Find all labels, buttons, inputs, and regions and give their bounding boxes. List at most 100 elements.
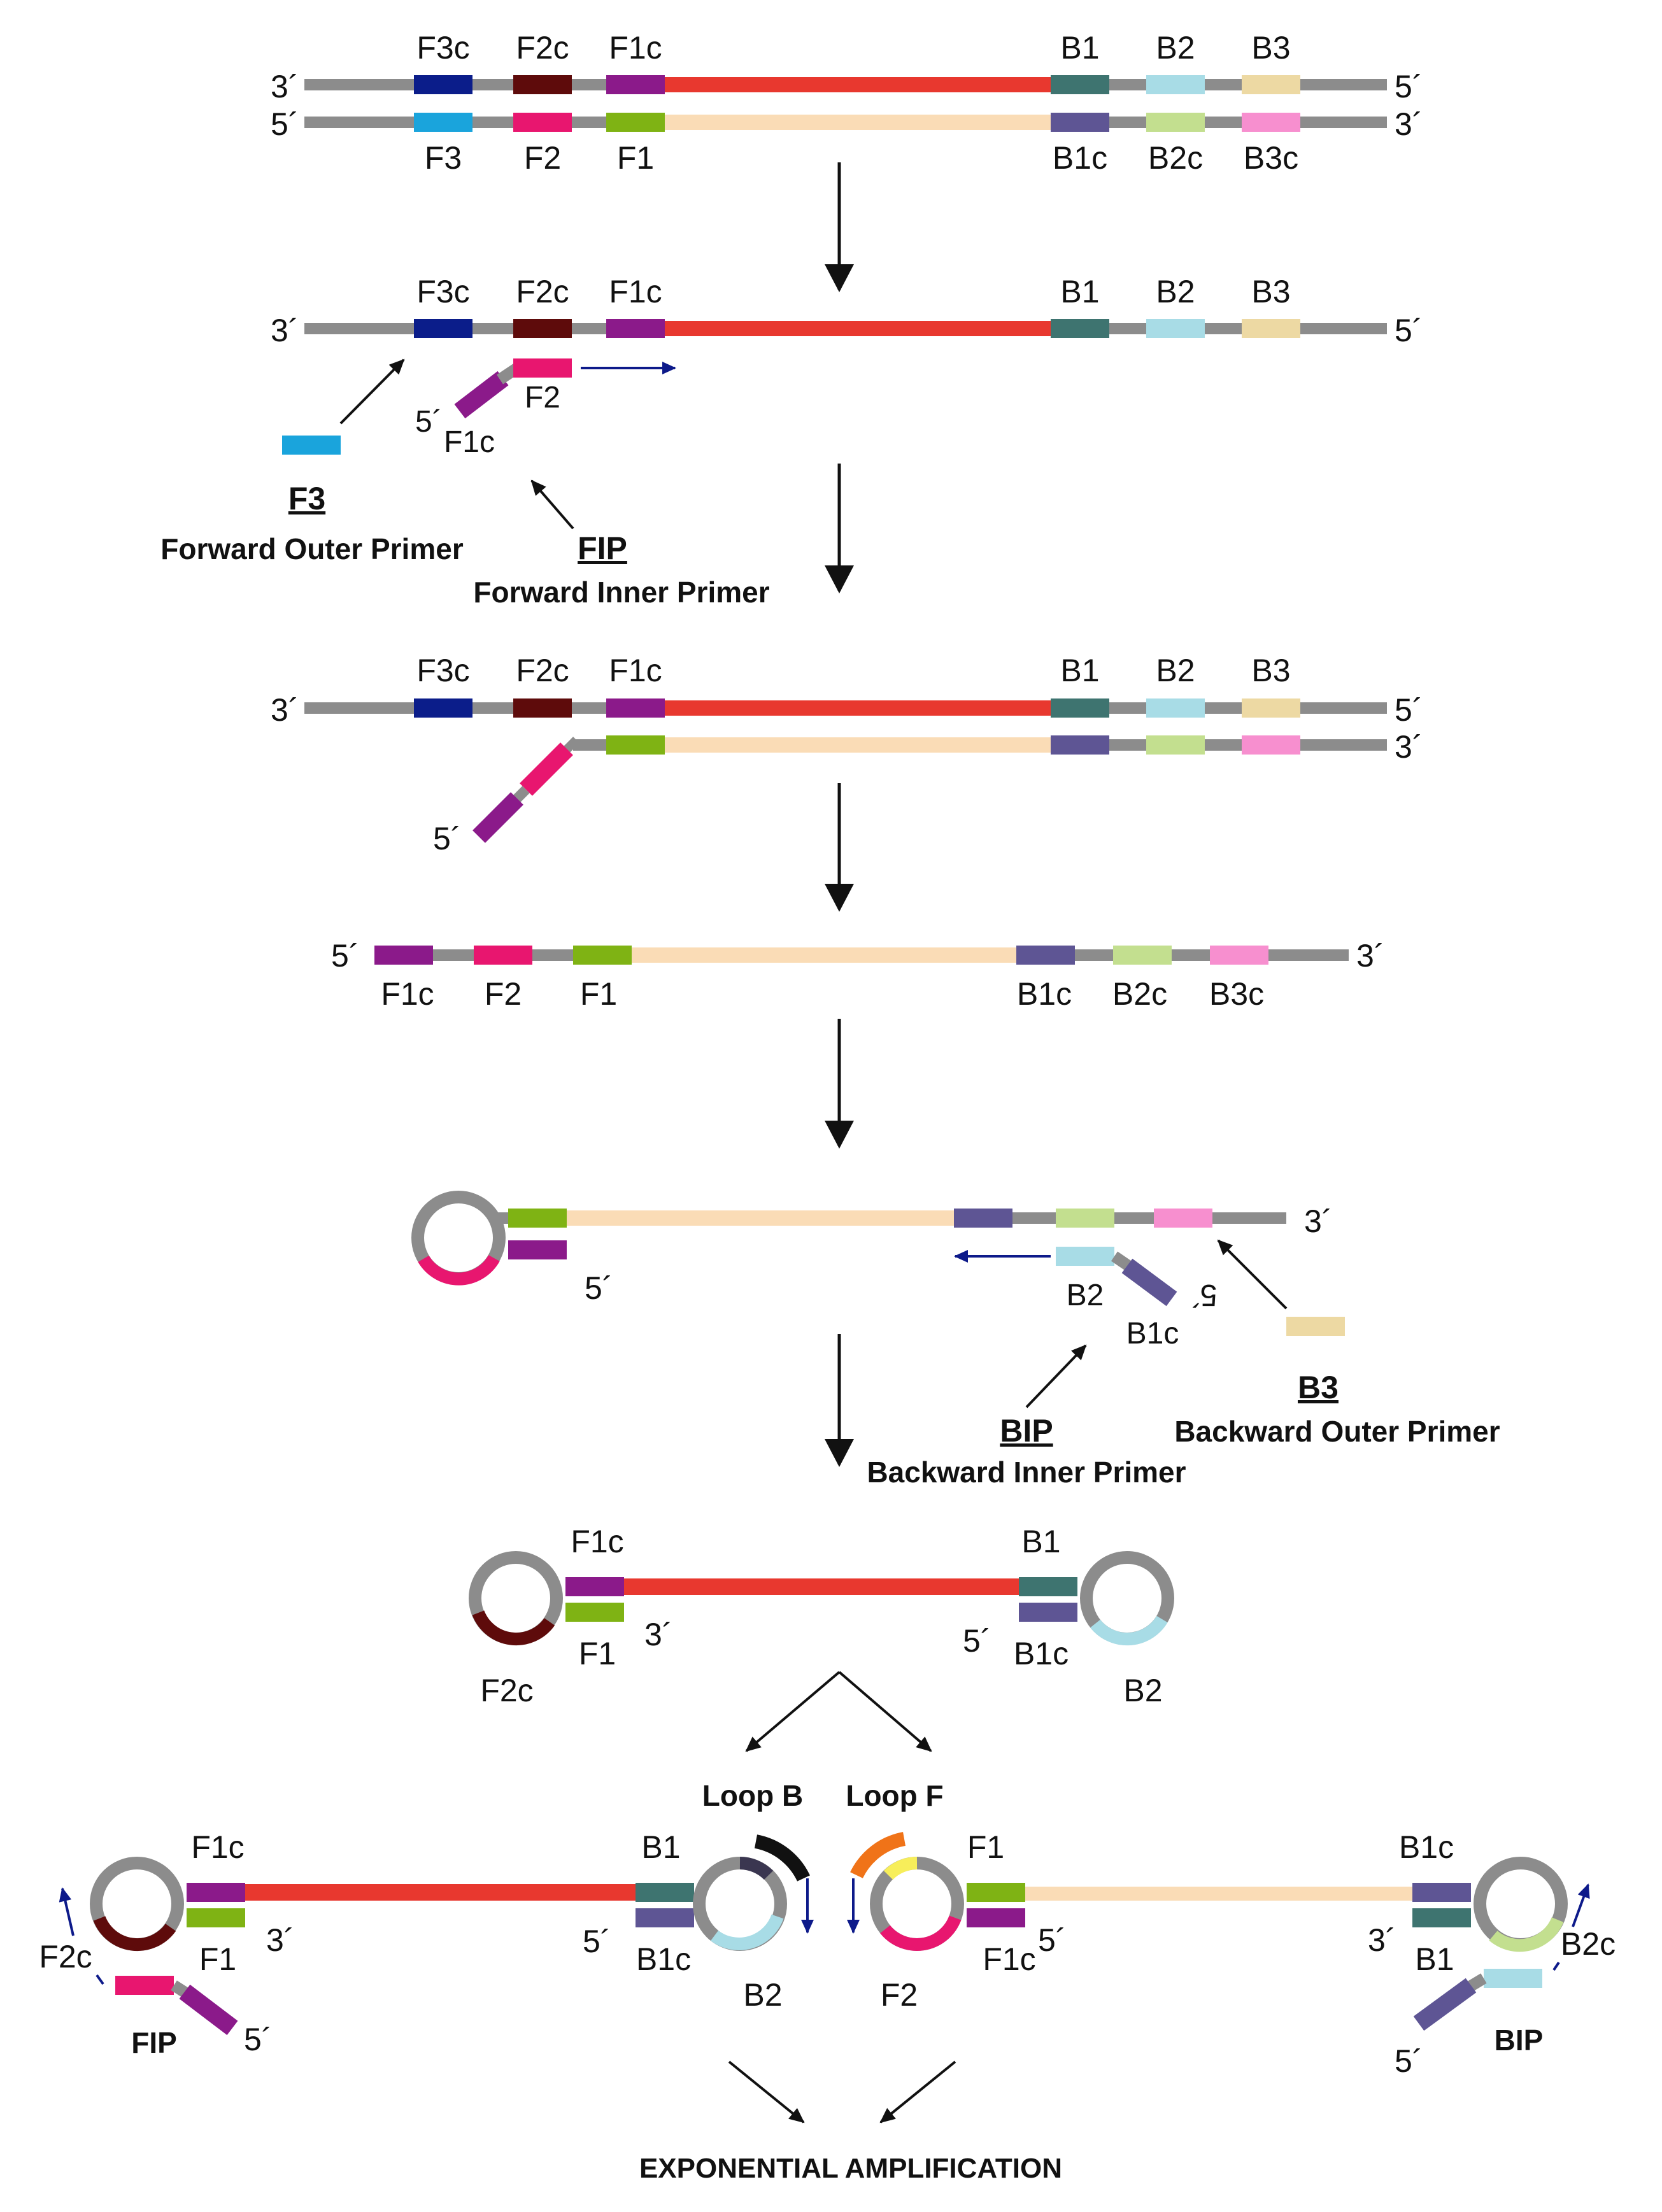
label-f1c: F1c (609, 653, 662, 688)
fip-5-end: 5´ (415, 405, 443, 439)
label-f1: F1 (199, 1941, 236, 1977)
fip-binding-arrow (59, 1887, 75, 1936)
loop-b-primer (754, 1834, 810, 1882)
label-b3c: B3c (1209, 976, 1264, 1012)
target-bottom (662, 115, 1060, 130)
loop-b-label: Loop B (702, 1779, 803, 1812)
right-loop-b2c (1489, 1917, 1564, 1952)
label-b2: B2 (743, 1977, 782, 2013)
seg-b1 (1051, 698, 1109, 718)
end-left: 3´ (271, 313, 299, 348)
label-f2: F2 (485, 976, 522, 1012)
label-f2c: F2c (39, 1939, 92, 1974)
end-bottom-left: 5´ (271, 106, 299, 142)
seg-f2c (513, 319, 572, 338)
end-3: 3´ (1368, 1922, 1396, 1958)
right-loop-b2 (1090, 1615, 1168, 1646)
seg-b1 (1412, 1908, 1471, 1927)
seg-f3c (414, 319, 472, 338)
label-b1c: B1c (1399, 1829, 1454, 1865)
bip-5-end: 5´ (1395, 2043, 1423, 2079)
left-loop-f2c (93, 1916, 176, 1952)
bip-b2-segment (1484, 1969, 1542, 1988)
bip-b1c-tail (1121, 1258, 1177, 1307)
seg-f1c (508, 1240, 567, 1259)
tail-f2 (520, 742, 573, 796)
footer-label: EXPONENTIAL AMPLIFICATION (639, 2153, 1062, 2184)
label-f1c: F1c (191, 1829, 244, 1865)
step7-left-structure: Loop B F1c F1 F2c 3´ FIP 5´ B1 B1c B2 5´ (39, 1779, 814, 2059)
label-b2: B2 (1156, 30, 1195, 66)
bip-5-end: 5´ (1190, 1278, 1218, 1312)
primer-b3 (1286, 1317, 1345, 1336)
seg-f1 (508, 1209, 567, 1228)
seg-f2c (513, 698, 572, 718)
seg-b1c (636, 1908, 694, 1927)
end-3: 3´ (644, 1617, 672, 1652)
label-b2c: B2c (1148, 140, 1203, 176)
label-f2c: F2c (516, 274, 569, 309)
step5-loop-and-bip: 3´ 5´ B2 B1c 5´ BIP Backward Inner Prime… (411, 1191, 1500, 1489)
b3-title: B3 (1298, 1370, 1339, 1405)
f3-title: F3 (288, 481, 325, 516)
label-f3c: F3c (416, 653, 469, 688)
label-f2c: F2c (516, 30, 569, 66)
end-5: 5´ (585, 1270, 613, 1306)
seg-f1 (187, 1908, 245, 1927)
fip-pointer-arrow (530, 479, 574, 530)
fip-5-end: 5´ (244, 2022, 272, 2057)
label-f1c: F1c (381, 976, 434, 1012)
bip-binding-arrow (1572, 1883, 1590, 1927)
label-b1: B1 (1415, 1941, 1454, 1977)
b3-description: Backward Outer Primer (1174, 1415, 1500, 1448)
label-f1c: F1c (983, 1941, 1035, 1977)
tail-5-end: 5´ (433, 821, 461, 856)
label-f2: F2 (524, 140, 561, 176)
seg-b3c (1210, 946, 1268, 965)
fip-f2-label: F2 (525, 381, 560, 415)
fip-f2-segment (115, 1976, 174, 1995)
seg-f1c (187, 1883, 245, 1902)
end-left: 5´ (331, 938, 359, 974)
seg-b2c (1056, 1209, 1114, 1228)
seg-b1 (636, 1883, 694, 1902)
label-f1: F1 (967, 1829, 1004, 1865)
label-b1c: B1c (1053, 140, 1107, 176)
end-right: 3´ (1356, 938, 1384, 974)
label-b1: B1 (1060, 30, 1099, 66)
f3-description: Forward Outer Primer (160, 532, 464, 565)
end-top-left: 3´ (271, 692, 299, 728)
seg-b1c (1016, 946, 1075, 965)
label-b2: B2 (1123, 1673, 1162, 1708)
loop-f2-segment (880, 1915, 962, 1951)
seg-b3c (1242, 735, 1300, 755)
label-b3: B3 (1251, 653, 1290, 688)
seg-f1c (565, 1577, 624, 1596)
seg-f1 (565, 1603, 624, 1622)
end-top-left: 3´ (271, 69, 299, 104)
tail-f1c (472, 792, 523, 843)
seg-f2c (513, 75, 572, 94)
seg-f3c (414, 75, 472, 94)
target-bottom (624, 947, 1022, 963)
end-bottom-right: 3´ (1395, 729, 1423, 765)
seg-b1c (1412, 1883, 1471, 1902)
seg-f1c (606, 75, 665, 94)
loop-f2-segment (418, 1254, 500, 1286)
label-b1: B1 (1060, 653, 1099, 688)
seg-b1 (1051, 319, 1109, 338)
converge-arrow-right (879, 2060, 956, 2123)
step6-dumbbell: F1c F1 F2c 3´ B1 B1c B2 5´ (469, 1524, 1174, 1708)
converge-arrow-left (728, 2060, 805, 2123)
target-bottom (567, 1210, 965, 1226)
seg-b2c (1146, 735, 1205, 755)
target-bottom (662, 737, 1060, 753)
end-top-right: 5´ (1395, 692, 1423, 728)
loop-b-inner (739, 1857, 774, 1880)
label-f3c: F3c (416, 274, 469, 309)
label-b3c: B3c (1244, 140, 1298, 176)
label-f1: F1 (617, 140, 654, 176)
target-top (662, 700, 1060, 716)
loop-f-label: Loop F (846, 1779, 943, 1812)
